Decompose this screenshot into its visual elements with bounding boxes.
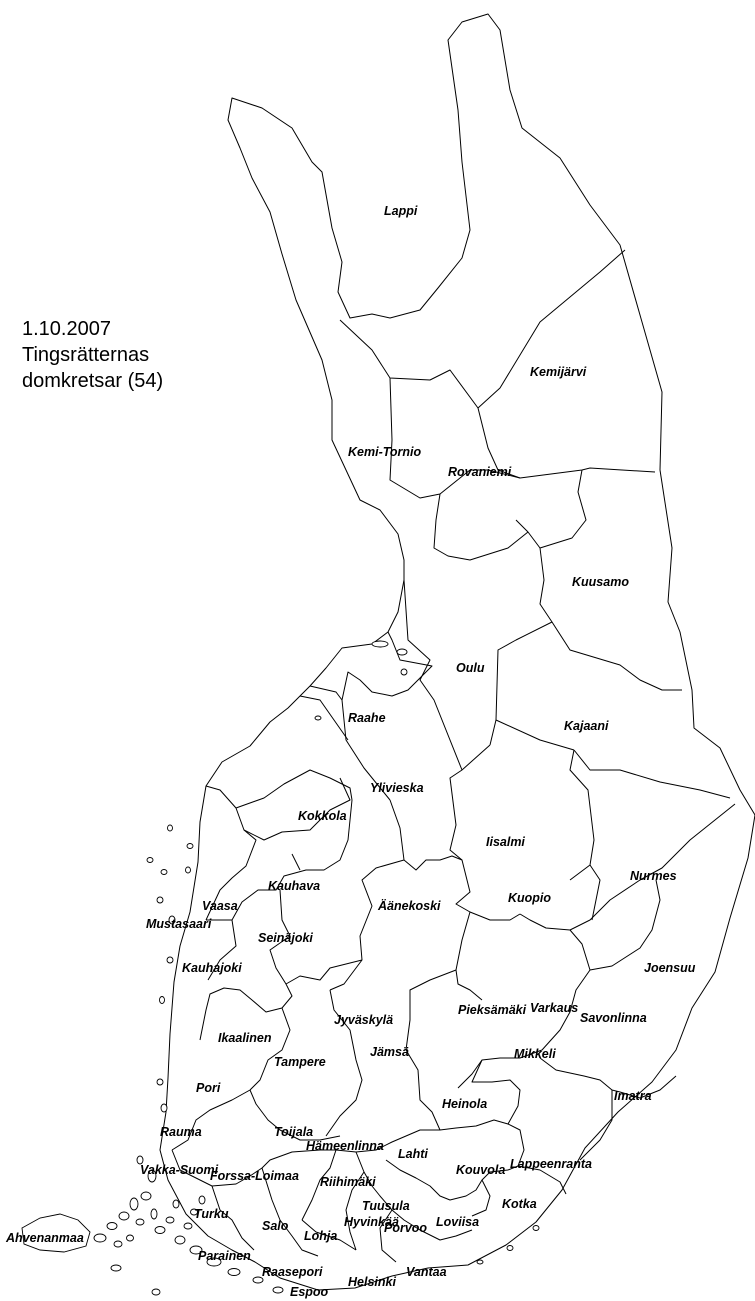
label-vakka-suomi: Vakka-Suomi [140, 1163, 219, 1177]
label-mikkeli: Mikkeli [514, 1047, 556, 1061]
label-kemijarvi: Kemijärvi [530, 365, 587, 379]
label-lahti: Lahti [398, 1147, 428, 1161]
label-pieksamaki: Pieksämäki [458, 1003, 527, 1017]
district-borders [171, 249, 736, 1263]
label-jamsa: Jämsä [370, 1045, 409, 1059]
map-title-line-3: domkretsar (54) [22, 370, 164, 392]
label-nurmes: Nurmes [630, 869, 677, 883]
label-kajaani: Kajaani [564, 719, 609, 733]
map-title-line-2: Tingsrätternas [22, 344, 150, 366]
label-mustasaari: Mustasaari [146, 917, 212, 931]
label-aanekoski: Äänekoski [377, 898, 441, 913]
label-rovaniemi: Rovaniemi [448, 465, 512, 479]
label-riihimaki: Riihimäki [320, 1175, 376, 1189]
label-ikaalinen: Ikaalinen [218, 1031, 272, 1045]
label-kauhajoki: Kauhajoki [182, 961, 242, 975]
district-labels: Lappi Kemijärvi Kemi-Tornio Rovaniemi Ku… [5, 204, 696, 1299]
label-parainen: Parainen [198, 1249, 251, 1263]
label-oulu: Oulu [456, 661, 485, 675]
label-porvoo: Porvoo [384, 1221, 427, 1235]
label-loviisa: Loviisa [436, 1215, 479, 1229]
label-kokkola: Kokkola [298, 809, 347, 823]
label-kotka: Kotka [502, 1197, 537, 1211]
label-iisalmi: Iisalmi [486, 835, 525, 849]
label-vantaa: Vantaa [406, 1265, 447, 1279]
label-ylivieska: Ylivieska [370, 781, 424, 795]
map-title: 1.10.2007 Tingsrätternas domkretsar (54) [22, 316, 163, 394]
label-helsinki: Helsinki [348, 1275, 396, 1289]
map-title-date: 1.10.2007 [22, 318, 111, 340]
label-toijala: Toijala [274, 1125, 313, 1139]
label-lohja: Lohja [304, 1229, 337, 1243]
label-seinajoki: Seinäjoki [258, 931, 313, 945]
label-imatra: Imatra [614, 1089, 652, 1103]
label-lappeenranta: Lappeenranta [510, 1157, 592, 1171]
label-espoo: Espoo [290, 1285, 329, 1299]
label-forssa-loimaa: Forssa-Loimaa [210, 1169, 299, 1183]
label-raasepori: Raasepori [262, 1265, 323, 1279]
label-tuusula: Tuusula [362, 1199, 410, 1213]
label-jyvaskyla: Jyväskylä [334, 1013, 393, 1027]
label-turku: Turku [194, 1207, 229, 1221]
label-hyvinkaa: Hyvinkää [344, 1215, 399, 1229]
label-kouvola: Kouvola [456, 1163, 505, 1177]
archipelago-islands [21, 640, 540, 1296]
label-kemi-tornio: Kemi-Tornio [348, 445, 422, 459]
label-salo: Salo [262, 1219, 289, 1233]
label-varkaus: Varkaus [530, 1001, 578, 1015]
label-raahe: Raahe [348, 711, 386, 725]
label-vaasa: Vaasa [202, 899, 238, 913]
label-pori: Pori [196, 1081, 221, 1095]
label-heinola: Heinola [442, 1097, 487, 1111]
finland-outline [159, 13, 755, 1291]
label-kauhava: Kauhava [268, 879, 320, 893]
label-joensuu: Joensuu [644, 961, 696, 975]
label-rauma: Rauma [160, 1125, 202, 1139]
label-tampere: Tampere [274, 1055, 326, 1069]
label-ahvenanmaa: Ahvenanmaa [5, 1231, 84, 1245]
label-lappi: Lappi [384, 204, 418, 218]
label-savonlinna: Savonlinna [580, 1011, 647, 1025]
label-kuusamo: Kuusamo [572, 575, 629, 589]
label-hameenlinna: Hämeenlinna [306, 1139, 384, 1153]
label-kuopio: Kuopio [508, 891, 551, 905]
